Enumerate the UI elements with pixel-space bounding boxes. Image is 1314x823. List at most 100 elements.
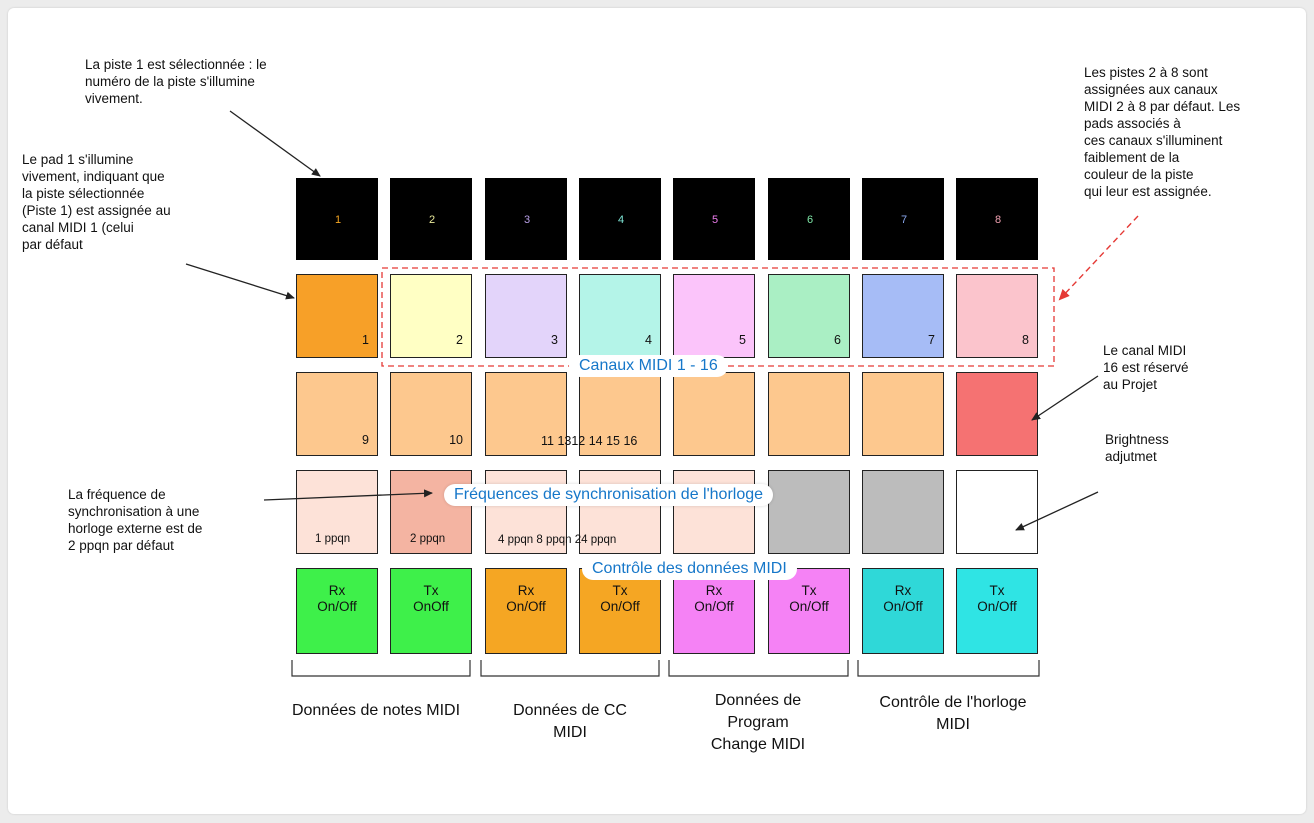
track-pad-5[interactable]: 5 xyxy=(673,178,755,260)
group-label-cc: Données de CC MIDI xyxy=(513,702,627,741)
channel-row-1: 1 2 3 4 5 6 7 8 xyxy=(296,274,1056,358)
sync-arrow xyxy=(263,489,433,501)
rxtx-state: On/Off xyxy=(506,599,546,614)
midi-data-banner: Contrôle des données MIDI xyxy=(582,558,797,580)
group-bracket-cc xyxy=(480,660,660,677)
grey-pad[interactable] xyxy=(862,470,944,554)
track-pad-8[interactable]: 8 xyxy=(956,178,1038,260)
track-number: 1 xyxy=(334,214,342,226)
channel-pad-1[interactable]: 1 xyxy=(296,274,378,358)
overlapping-ppqn-labels: 4 ppqn 8 ppqn 24 ppqn xyxy=(498,534,617,546)
rxtx-label: Tx xyxy=(989,583,1005,598)
group-bracket-notes xyxy=(291,660,471,677)
brightness-arrow xyxy=(1015,491,1099,531)
channel-pad-3[interactable]: 3 xyxy=(485,274,567,358)
sync-pad-1ppqn[interactable]: 1 ppqn xyxy=(296,470,378,554)
group-label-pc: Données de Program Change MIDI xyxy=(710,692,806,753)
group-bracket-clock xyxy=(857,660,1040,677)
rxtx-label: Rx xyxy=(894,583,912,598)
pad-number: 2 xyxy=(456,333,463,347)
pad-number: 5 xyxy=(739,333,746,347)
pad-number: 4 xyxy=(645,333,652,347)
channel-pad-4[interactable]: 4 xyxy=(579,274,661,358)
channel-pad-7[interactable]: 7 xyxy=(862,274,944,358)
track-row: 1 2 3 4 5 6 7 8 xyxy=(296,178,1056,260)
track-number: 2 xyxy=(428,214,436,226)
tracks-2-8-arrow xyxy=(1058,215,1139,301)
note-tracks-2-8: Les pistes 2 à 8 sont assignées aux cana… xyxy=(1084,65,1241,199)
track1-arrow xyxy=(229,110,321,177)
channel-pad-6[interactable]: 6 xyxy=(768,274,850,358)
pad1-arrow xyxy=(185,263,295,300)
rxtx-label: Tx xyxy=(612,583,628,598)
track-pad-2[interactable]: 2 xyxy=(390,178,472,260)
pad-number: 8 xyxy=(1022,333,1029,347)
rxtx-state: On/Off xyxy=(883,599,923,614)
channel-pad-11[interactable] xyxy=(485,372,567,456)
track-number: 6 xyxy=(806,214,814,226)
note-pad1-lit: Le pad 1 s'illumine vivement, indiquant … xyxy=(22,152,171,252)
track-pad-1[interactable]: 1 xyxy=(296,178,378,260)
pad-label: 1 ppqn xyxy=(315,533,351,545)
channels-2-8-highlight xyxy=(381,267,1055,367)
overlapping-channel-numbers: 11 1312 14 15 16 xyxy=(541,434,638,448)
pad-number: 7 xyxy=(928,333,935,347)
channel-pad-16-project[interactable] xyxy=(956,372,1038,456)
channel-pad-15[interactable] xyxy=(862,372,944,456)
channel-pad-8[interactable]: 8 xyxy=(956,274,1038,358)
pad-number: 1 xyxy=(362,333,369,347)
pad-label: 2 ppqn xyxy=(410,533,446,545)
channel-pad-14[interactable] xyxy=(768,372,850,456)
rxtx-label: Rx xyxy=(705,583,723,598)
track-pad-4[interactable]: 4 xyxy=(579,178,661,260)
group-label-clock: Contrôle de l'horloge MIDI xyxy=(879,694,1027,733)
rxtx-label: Rx xyxy=(328,583,346,598)
brightness-pad[interactable] xyxy=(956,470,1038,554)
track-number: 5 xyxy=(711,214,719,226)
pad-number: 10 xyxy=(449,433,463,447)
group-bracket-pc xyxy=(668,660,849,677)
rxtx-label: Tx xyxy=(801,583,817,598)
pad-number: 9 xyxy=(362,433,369,447)
rxtx-state: OnOff xyxy=(413,599,449,614)
track-number: 8 xyxy=(994,214,1002,226)
channel-pad-13[interactable] xyxy=(673,372,755,456)
note-channel16: Le canal MIDI 16 est réservé au Projet xyxy=(1103,343,1189,392)
rxtx-state: On/Off xyxy=(789,599,829,614)
annotation-lines xyxy=(185,110,1139,677)
rxtx-state: On/Off xyxy=(694,599,734,614)
channel-pad-10[interactable]: 10 xyxy=(390,372,472,456)
midi-channels-banner: Canaux MIDI 1 - 16 xyxy=(569,355,728,377)
rxtx-state: On/Off xyxy=(317,599,357,614)
track-number: 3 xyxy=(523,214,531,226)
track-pad-6[interactable]: 6 xyxy=(768,178,850,260)
track-pad-3[interactable]: 3 xyxy=(485,178,567,260)
rxtx-label: Rx xyxy=(517,583,535,598)
diagram-canvas: La piste 1 est sélectionnée : le numéro … xyxy=(8,8,1306,814)
channel-pad-2[interactable]: 2 xyxy=(390,274,472,358)
rxtx-state: On/Off xyxy=(600,599,640,614)
note-sync-freq: La fréquence de synchronisation à une ho… xyxy=(68,487,203,553)
rxtx-label: Tx xyxy=(423,583,439,598)
track-number: 4 xyxy=(617,214,625,226)
pad-number: 3 xyxy=(551,333,558,347)
clock-sync-banner: Fréquences de synchronisation de l'horlo… xyxy=(444,484,774,506)
track-pad-7[interactable]: 7 xyxy=(862,178,944,260)
group-label-notes: Données de notes MIDI xyxy=(291,702,461,719)
grey-pad[interactable] xyxy=(768,470,850,554)
note-track1-selected: La piste 1 est sélectionnée : le numéro … xyxy=(85,57,267,106)
pad-number: 6 xyxy=(834,333,841,347)
track-number: 7 xyxy=(900,214,908,226)
note-brightness: Brightness adjutmet xyxy=(1105,432,1169,464)
channel16-arrow xyxy=(1031,375,1099,421)
channel-pad-9[interactable]: 9 xyxy=(296,372,378,456)
